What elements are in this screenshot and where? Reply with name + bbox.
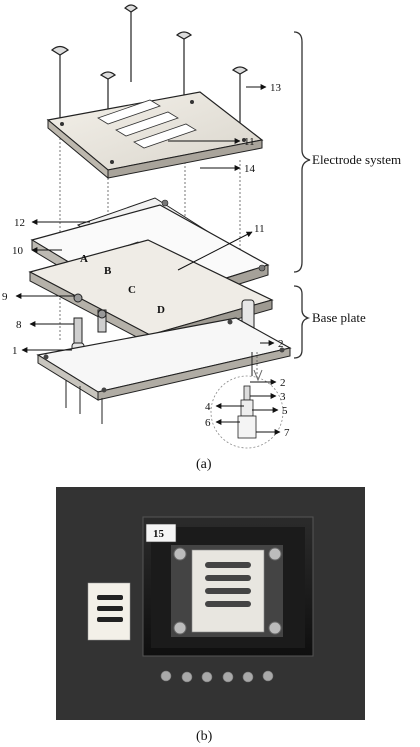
part-label-11-mid: 11	[254, 223, 265, 235]
part-label-1: 1	[12, 345, 18, 357]
leader-arrows	[15, 84, 281, 435]
part-label-7: 7	[284, 427, 290, 439]
photograph: 15	[56, 487, 365, 720]
part-label-14: 14	[244, 163, 256, 175]
base-plate-label: Base plate	[312, 310, 366, 325]
region-letter-a: A	[80, 253, 88, 265]
part-label-3: 3	[280, 391, 286, 403]
caption-a: (a)	[196, 457, 212, 472]
part-label-11-top: 11	[244, 136, 255, 148]
black-box: 15	[142, 516, 314, 657]
photo-tag-15: 15	[153, 528, 165, 540]
region-letter-d: D	[157, 304, 165, 316]
part-label-2-detail: 2	[280, 377, 286, 389]
part-label-2-base: 2	[278, 338, 284, 350]
group-braces	[293, 31, 311, 359]
electrode-detail	[210, 352, 284, 449]
part-label-9: 9	[2, 291, 8, 303]
exploded-diagram: A B C D 13 11 14 12 11 10	[2, 4, 401, 472]
part-label-12: 12	[14, 217, 25, 229]
part-label-8: 8	[16, 319, 22, 331]
electrode-system-label: Electrode system	[312, 152, 401, 167]
part-label-4: 4	[205, 401, 211, 413]
base-plate	[36, 317, 292, 424]
pin-row	[160, 670, 274, 683]
part-label-5: 5	[282, 405, 288, 417]
loose-plate	[87, 582, 131, 641]
part-label-10: 10	[12, 245, 24, 257]
region-letter-c: C	[128, 284, 136, 296]
region-letter-b: B	[104, 265, 112, 277]
part-label-6: 6	[205, 417, 211, 429]
top-plate	[46, 91, 264, 180]
caption-b: (b)	[196, 729, 213, 744]
part-label-13: 13	[270, 82, 282, 94]
